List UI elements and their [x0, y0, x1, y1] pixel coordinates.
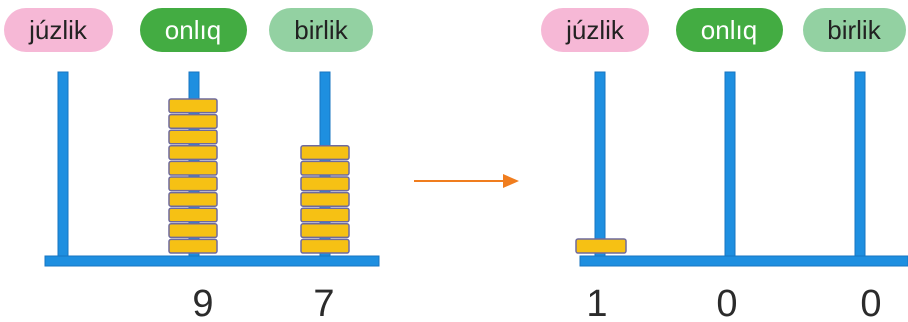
left-digit-tens: 9 [192, 283, 213, 322]
left-tens-bead [168, 223, 218, 239]
right-tens-rod [724, 71, 736, 259]
right-label-tens-text: onlıq [701, 15, 757, 45]
right-label-ones-pill [803, 8, 906, 52]
left-tens-bead [168, 238, 218, 254]
right-label-hundreds: júzlik [541, 8, 649, 52]
left-ones-bead [300, 238, 350, 254]
right-base [579, 255, 908, 267]
left-label-hundreds-text: júzlik [28, 15, 88, 45]
left-tens-bead [168, 98, 218, 114]
left-hundreds-rod [57, 71, 69, 259]
left-ones-bead [300, 145, 350, 161]
right-hundreds-beads [575, 238, 627, 254]
right-abacus: júzlik onlıq birlik 1 0 0 [541, 8, 908, 322]
left-ones-bead [300, 160, 350, 176]
right-label-hundreds-pill [541, 8, 649, 52]
right-digit-tens: 0 [716, 283, 737, 322]
left-tens-bead [168, 176, 218, 192]
right-label-hundreds-text: júzlik [565, 15, 625, 45]
left-abacus: júzlik onlıq birlik 9 7 [4, 8, 380, 322]
left-digit-ones: 7 [313, 283, 334, 322]
right-label-ones: birlik [803, 8, 906, 52]
left-tens-bead [168, 145, 218, 161]
left-tens-bead [168, 191, 218, 207]
left-label-ones-pill [269, 8, 373, 52]
arrow-head [503, 174, 519, 188]
left-ones-beads [300, 145, 350, 254]
left-ones-bead [300, 223, 350, 239]
left-tens-bead [168, 160, 218, 176]
right-digit-hundreds: 1 [586, 283, 607, 322]
right-hundreds-rod [594, 71, 606, 259]
right-label-ones-text: birlik [827, 15, 881, 45]
left-tens-bead [168, 207, 218, 223]
right-digit-ones: 0 [860, 283, 881, 322]
left-label-tens-text: onlıq [165, 15, 221, 45]
left-tens-beads [168, 98, 218, 254]
left-label-hundreds-pill [4, 8, 113, 52]
left-tens-bead [168, 129, 218, 145]
right-ones-rod [854, 71, 866, 259]
left-ones-bead [300, 176, 350, 192]
left-label-tens: onlıq [140, 8, 247, 52]
right-label-tens: onlıq [676, 8, 783, 52]
left-tens-bead [168, 113, 218, 129]
left-label-ones-text: birlik [294, 15, 348, 45]
left-base [44, 255, 380, 267]
left-label-hundreds: júzlik [4, 8, 113, 52]
left-ones-bead [300, 191, 350, 207]
right-hundreds-bead [575, 238, 627, 254]
left-label-tens-pill [140, 8, 247, 52]
left-ones-bead [300, 207, 350, 223]
left-label-ones: birlik [269, 8, 373, 52]
right-label-tens-pill [676, 8, 783, 52]
arrow [414, 174, 519, 188]
